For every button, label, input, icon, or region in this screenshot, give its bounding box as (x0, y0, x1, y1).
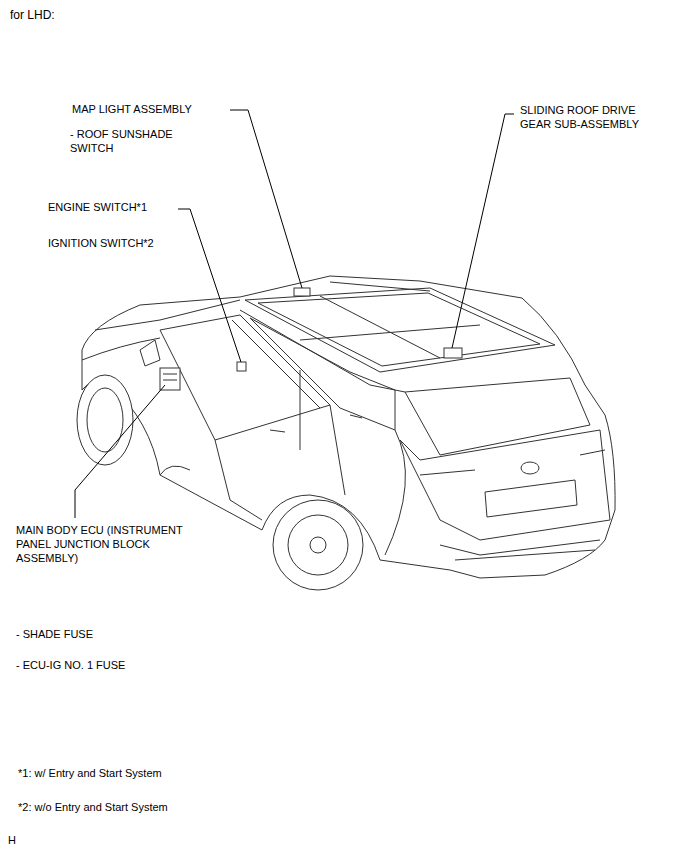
part-label: - ROOF SUNSHADE SWITCH (70, 127, 185, 155)
part-label: IGNITION SWITCH*2 (48, 236, 188, 250)
part-label: - SHADE FUSE (16, 627, 176, 641)
part-label: SLIDING ROOF DRIVE GEAR SUB-ASSEMBLY (520, 103, 660, 131)
part-label: MAIN BODY ECU (INSTRUMENT PANEL JUNCTION… (16, 523, 206, 565)
part-label: MAP LIGHT ASSEMBLY (72, 102, 232, 116)
part-label: ENGINE SWITCH*1 (48, 200, 178, 214)
page-note: for LHD: (10, 8, 130, 22)
part-label: - ECU-IG NO. 1 FUSE (16, 658, 196, 672)
footnote: *1: w/ Entry and Start System (18, 766, 258, 780)
figure-code: H (8, 833, 38, 847)
footnote: *2: w/o Entry and Start System (18, 800, 258, 814)
